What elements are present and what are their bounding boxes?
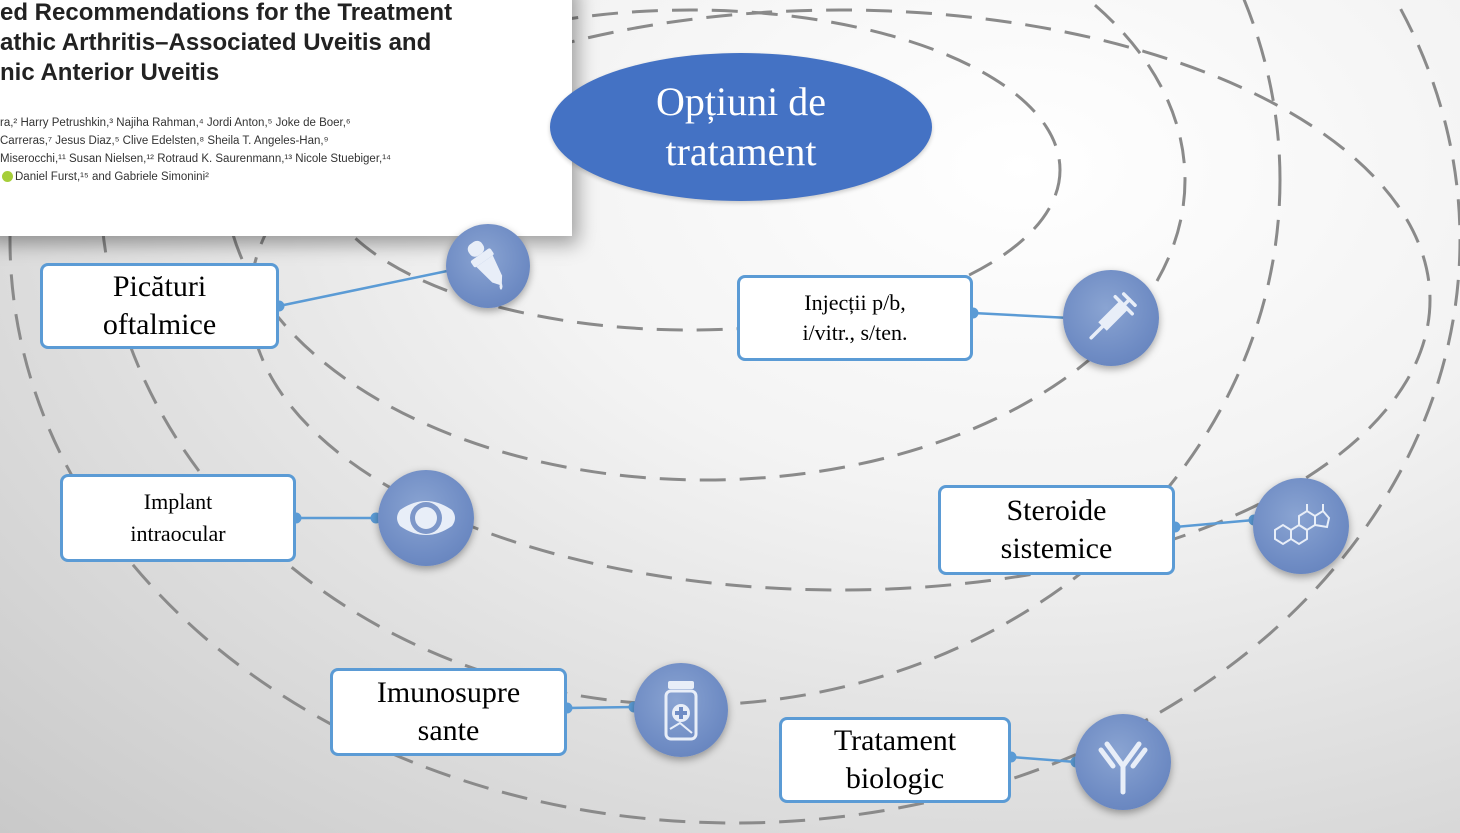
connector-biologic	[1010, 755, 1077, 764]
connector-steroide	[1174, 518, 1255, 529]
connector-imuno	[566, 705, 635, 710]
author-line: Daniel Furst,¹⁵ and Gabriele Simonini²	[0, 168, 560, 186]
steroid-molecule-icon	[1253, 478, 1349, 574]
treatment-label-implant: Implant intraocular	[60, 474, 296, 562]
treatment-label-imuno: Imunosupre sante	[330, 668, 567, 756]
paper-title: ed Recommendations for the Treatment ath…	[0, 0, 453, 86]
orbit-ring	[98, 0, 1282, 707]
medicine-bottle-icon	[634, 663, 728, 757]
diagram-title-ellipse: Opțiuni de tratament	[550, 53, 932, 201]
orcid-icon	[2, 171, 13, 183]
treatment-label-biologic: Tratament biologic	[779, 717, 1011, 803]
treatment-label-steroide: Steroide sistemice	[938, 485, 1175, 575]
treatment-label-picaturi: Picături oftalmice	[40, 263, 279, 349]
treatment-label-injectii: Injecții p/b, i/vitr., s/ten.	[737, 275, 973, 361]
connector-injectii	[972, 311, 1071, 320]
paper-snippet: ed Recommendations for the Treatment ath…	[0, 0, 572, 236]
orbit-ring	[8, 0, 1460, 825]
paper-authors: ra,² Harry Petrushkin,³ Najiha Rahman,⁴ …	[0, 114, 560, 186]
intraocular-implant-icon	[378, 470, 474, 566]
author-line: ra,² Harry Petrushkin,³ Najiha Rahman,⁴ …	[0, 117, 351, 129]
connector-picaturi	[278, 268, 453, 308]
syringe-icon	[1063, 270, 1159, 366]
author-line: Carreras,⁷ Jesus Diaz,⁵ Clive Edelsten,⁸…	[0, 135, 329, 147]
diagram-title: Opțiuni de tratament	[656, 79, 826, 174]
author-line: Miserocchi,¹¹ Susan Nielsen,¹² Rotraud K…	[0, 153, 391, 165]
eye-dropper-icon	[446, 224, 530, 308]
antibody-icon	[1075, 714, 1171, 810]
